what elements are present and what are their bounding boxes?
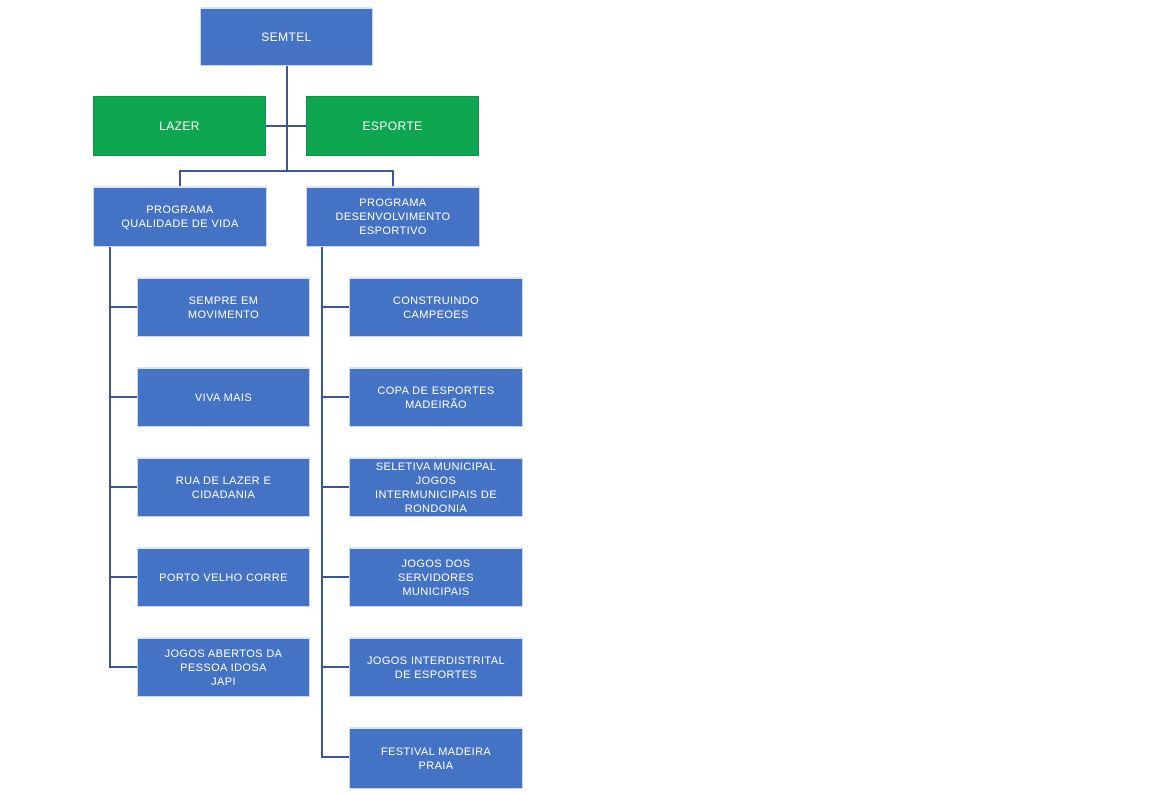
node-jogos-dos-servidores-municipais: JOGOS DOS SERVIDORES MUNICIPAIS bbox=[349, 547, 523, 607]
node-semtel: SEMTEL bbox=[200, 7, 373, 66]
connector-right-stub-1 bbox=[321, 306, 349, 308]
node-programa-qualidade-de-vida: PROGRAMA QUALIDADE DE VIDA bbox=[93, 186, 267, 247]
connector-right-stub-2 bbox=[321, 396, 349, 398]
connector-right-stub-6 bbox=[321, 756, 349, 758]
node-sempre-em-movimento: SEMPRE EM MOVIMENTO bbox=[137, 277, 310, 337]
connector-stub-program-right bbox=[392, 170, 394, 186]
node-festival-madeira-praia: FESTIVAL MADEIRA PRAIA bbox=[349, 727, 523, 789]
node-construindo-campeoes: CONSTRUINDO CAMPEOES bbox=[349, 277, 523, 337]
node-jogos-interdistrital-de-esportes: JOGOS INTERDISTRITAL DE ESPORTES bbox=[349, 637, 523, 697]
node-rua-de-lazer-e-cidadania: RUA DE LAZER E CIDADANIA bbox=[137, 457, 310, 517]
connector-left-stub-4 bbox=[109, 576, 137, 578]
node-copa-de-esportes-madeirao: COPA DE ESPORTES MADEIRÃO bbox=[349, 367, 523, 427]
node-lazer: LAZER bbox=[93, 96, 266, 156]
connector-right-stub-3 bbox=[321, 486, 349, 488]
node-seletiva-municipal-jogos-intermunicipais: SELETIVA MUNICIPAL JOGOS INTERMUNICIPAIS… bbox=[349, 457, 523, 517]
node-programa-desenvolvimento-esportivo: PROGRAMA DESENVOLVIMENTO ESPORTIVO bbox=[306, 186, 480, 247]
connector-stub-program-left bbox=[179, 170, 181, 186]
connector-lazer-esporte bbox=[266, 125, 307, 127]
connector-distributor bbox=[179, 170, 394, 172]
node-esporte: ESPORTE bbox=[306, 96, 479, 156]
connector-left-column bbox=[109, 247, 111, 668]
connector-right-stub-5 bbox=[321, 666, 349, 668]
connector-left-stub-5 bbox=[109, 666, 137, 668]
node-viva-mais: VIVA MAIS bbox=[137, 367, 310, 427]
connector-root-vertical bbox=[286, 66, 288, 171]
connector-right-stub-4 bbox=[321, 576, 349, 578]
node-jogos-abertos-pessoa-idosa-japi: JOGOS ABERTOS DA PESSOA IDOSA JAPI bbox=[137, 637, 310, 697]
connector-left-stub-3 bbox=[109, 486, 137, 488]
connector-right-column bbox=[321, 247, 323, 758]
connector-left-stub-1 bbox=[109, 306, 137, 308]
connector-left-stub-2 bbox=[109, 396, 137, 398]
node-porto-velho-corre: PORTO VELHO CORRE bbox=[137, 547, 310, 607]
